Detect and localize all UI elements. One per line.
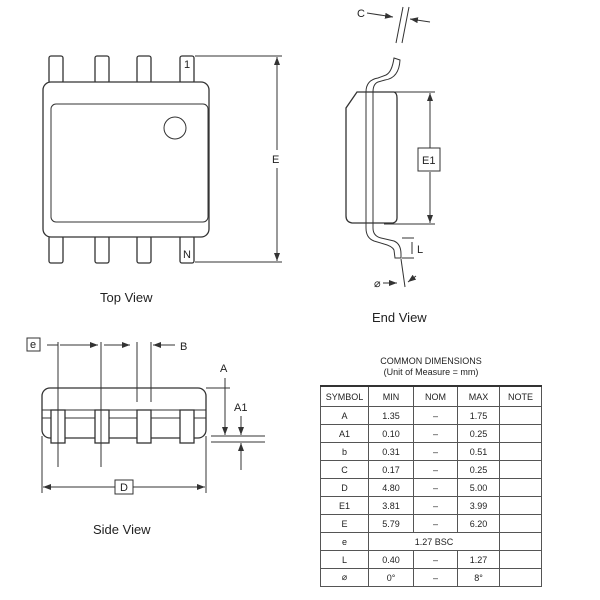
- cell-symbol: b: [320, 442, 369, 461]
- cell-min: 5.79: [368, 514, 414, 533]
- cell-min: 0°: [368, 568, 414, 587]
- top-package-body: [42, 81, 210, 238]
- dim-c-label: C: [357, 8, 365, 20]
- dim-e-pitch-label: e: [30, 339, 36, 351]
- cell-symbol: C: [320, 460, 369, 479]
- side-view-caption: Side View: [93, 522, 151, 537]
- dim-e-label: E: [272, 154, 279, 166]
- cell-note: [499, 478, 542, 497]
- dim-a1-label: A1: [234, 402, 247, 414]
- cell-max: 1.75: [457, 406, 500, 425]
- cell-symbol: D: [320, 478, 369, 497]
- table-row: ⌀0°–8°: [320, 568, 542, 587]
- header-max: MAX: [457, 385, 500, 407]
- cell-note: [499, 550, 542, 569]
- end-view-caption: End View: [372, 310, 427, 325]
- cell-min: 0.31: [368, 442, 414, 461]
- cell-nom: –: [413, 550, 458, 569]
- header-nom: NOM: [413, 385, 458, 407]
- header-note: NOTE: [499, 385, 542, 407]
- top-pins: [48, 55, 195, 264]
- cell-min: 0.10: [368, 424, 414, 443]
- cell-note: [499, 424, 542, 443]
- dim-l-label: L: [417, 244, 423, 256]
- cell-symbol: ⌀: [320, 568, 369, 587]
- cell-max: 3.99: [457, 496, 500, 515]
- cell-max: 0.25: [457, 424, 500, 443]
- cell-symbol: E1: [320, 496, 369, 515]
- top-view: 1 N E Top View: [42, 55, 282, 305]
- cell-note: [499, 406, 542, 425]
- cell-max: 8°: [457, 568, 500, 587]
- cell-note: [499, 442, 542, 461]
- cell-note: [499, 496, 542, 515]
- cell-max: 0.25: [457, 460, 500, 479]
- end-view: C E1 L ⌀ End View: [345, 6, 441, 325]
- cell-nom: –: [413, 406, 458, 425]
- cell-min: 1.35: [368, 406, 414, 425]
- cell-symbol: e: [320, 532, 369, 551]
- dim-b-label: B: [180, 341, 187, 353]
- dim-e1-label: E1: [422, 155, 435, 167]
- cell-nom: –: [413, 460, 458, 479]
- cell-min: 4.80: [368, 478, 414, 497]
- pin1-marker: [163, 116, 187, 140]
- cell-symbol: E: [320, 514, 369, 533]
- cell-max: 0.51: [457, 442, 500, 461]
- header-min: MIN: [368, 385, 414, 407]
- cell-nom: –: [413, 514, 458, 533]
- top-view-caption: Top View: [100, 290, 153, 305]
- cell-max: 5.00: [457, 478, 500, 497]
- cell-symbol: A: [320, 406, 369, 425]
- cell-max: 6.20: [457, 514, 500, 533]
- dim-d-label: D: [120, 482, 128, 494]
- table-row-e: e 1.27 BSC: [320, 532, 542, 551]
- cell-nom: –: [413, 424, 458, 443]
- cell-max: 1.27: [457, 550, 500, 569]
- table-title: COMMON DIMENSIONS: [380, 356, 482, 366]
- cell-min: 0.40: [368, 550, 414, 569]
- cell-note: [499, 568, 542, 587]
- table-title-block: COMMON DIMENSIONS (Unit of Measure = mm): [320, 356, 542, 378]
- cell-min: 0.17: [368, 460, 414, 479]
- cell-note: [499, 460, 542, 479]
- cell-nom: –: [413, 478, 458, 497]
- cell-nom: –: [413, 496, 458, 515]
- side-package-body: [41, 387, 207, 439]
- end-package-body: [345, 91, 398, 224]
- dim-angle-label: ⌀: [374, 278, 381, 290]
- header-symbol: SYMBOL: [320, 385, 369, 407]
- dim-a-label: A: [220, 363, 228, 375]
- pin-first-label: 1: [184, 59, 190, 71]
- cell-symbol: A1: [320, 424, 369, 443]
- cell-min: 3.81: [368, 496, 414, 515]
- table-header-row: SYMBOL MIN NOM MAX NOTE: [320, 385, 542, 407]
- cell-nom: –: [413, 568, 458, 587]
- side-view: e B A A1 D Side View: [26, 337, 265, 537]
- cell-symbol: L: [320, 550, 369, 569]
- pin-last-label: N: [183, 249, 191, 261]
- cell-nom: –: [413, 442, 458, 461]
- cell-value: 1.27 BSC: [368, 532, 500, 551]
- cell-note: [499, 532, 542, 551]
- cell-note: [499, 514, 542, 533]
- table-subtitle: (Unit of Measure = mm): [383, 367, 479, 377]
- end-lead: [365, 57, 402, 259]
